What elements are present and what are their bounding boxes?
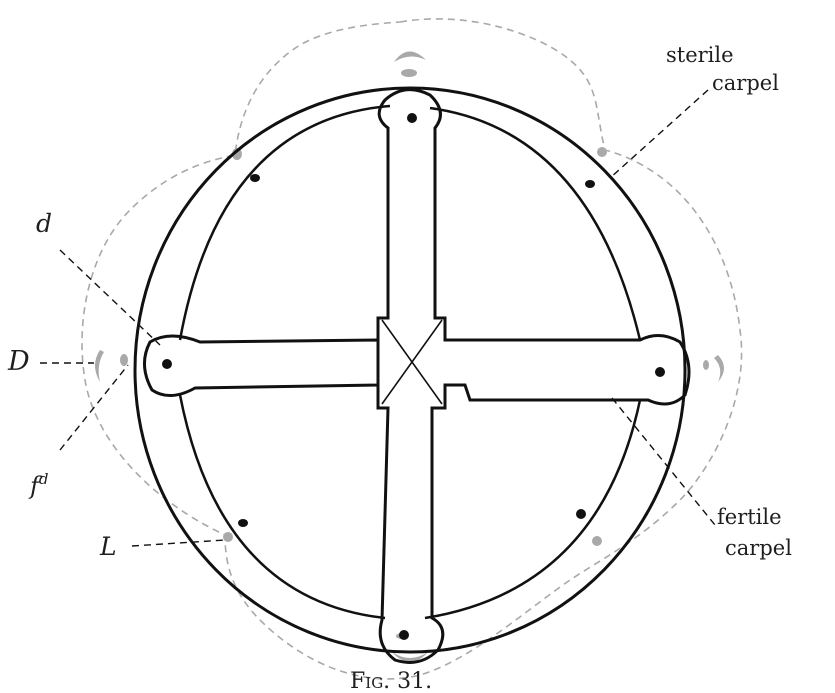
mark-right-lower	[592, 536, 602, 546]
mark-right	[714, 355, 724, 382]
label-fd: fd	[28, 470, 49, 500]
label-fertile-line1: fertile	[717, 505, 782, 529]
leader-sterile	[610, 90, 708, 178]
leader-fd	[60, 365, 128, 450]
center-x	[382, 320, 442, 404]
mark-top-dot	[401, 69, 417, 77]
mark-left-lower	[223, 532, 233, 542]
ovary-wall-outer	[135, 88, 685, 652]
loculus-arcs	[180, 106, 640, 618]
mark-left-dot	[120, 354, 128, 366]
leader-fertile	[612, 398, 715, 525]
septum-left-arm	[144, 336, 378, 396]
mark-left	[95, 350, 104, 382]
label-sterile-line2: carpel	[712, 71, 779, 95]
label-fd-sup: d	[39, 470, 49, 488]
label-fertile-line2: carpel	[725, 536, 792, 560]
outline-marks	[95, 51, 724, 662]
figure-caption: Fig. 31.	[350, 669, 432, 693]
label-L: L	[99, 532, 117, 561]
mark-right-dot	[703, 360, 709, 370]
label-d: d	[36, 209, 52, 238]
label-sterile-line1: sterile	[666, 43, 734, 67]
leader-L	[132, 540, 225, 546]
mark-right-upper	[597, 147, 607, 157]
mark-top	[394, 51, 426, 62]
label-D: D	[7, 346, 30, 377]
